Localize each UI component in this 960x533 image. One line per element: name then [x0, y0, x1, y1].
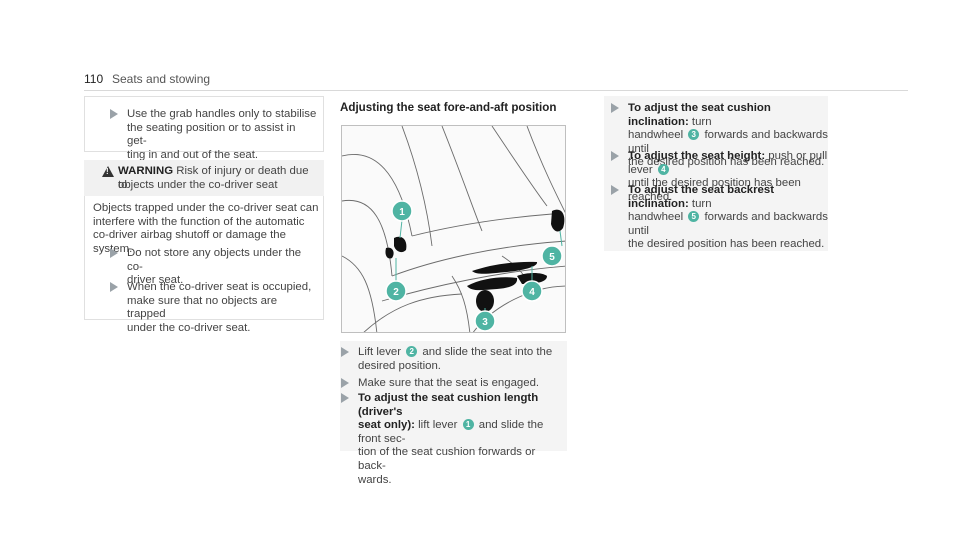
warning-line-1: WARNING Risk of injury or death due to [118, 165, 318, 192]
middle-steps-box [340, 341, 567, 451]
bullet-arrow-icon [611, 103, 619, 113]
text-line: make sure that no objects are trapped [127, 294, 278, 321]
page-header: 110 Seats and stowing [84, 72, 908, 88]
seat-adjustment-illustration: 1 2 3 4 5 [341, 125, 566, 333]
warning-text: Risk of injury or death due to [118, 165, 309, 191]
page-section-title: Seats and stowing [112, 72, 211, 86]
text-line: When the co-driver seat is occupied, [127, 281, 312, 293]
text-line: until the desired position has been reac… [628, 177, 801, 203]
callout-3 [474, 310, 496, 332]
text-line: handwheel 3 forwards and backwards until [628, 129, 828, 155]
warning-line-2: objects under the co-driver seat [118, 179, 278, 191]
text-line: Use the grab handles only to stabilise [127, 108, 317, 120]
callout-1 [391, 200, 413, 222]
bullet-arrow-icon [341, 347, 349, 357]
callout-3-label: 3 [482, 317, 488, 328]
bullet-arrow-icon [110, 248, 118, 258]
warning-title: WARNING [118, 165, 174, 177]
callout-2-label: 2 [393, 287, 399, 298]
text-line: seat only): lift lever 1 and slide the f… [358, 419, 544, 445]
text-line: To adjust the seat height: push or pull … [628, 150, 828, 176]
text-line: handwheel 5 forwards and backwards until [628, 211, 828, 237]
section-title: Adjusting the seat fore-and-aft position [340, 101, 557, 114]
text-line: driver seat. [127, 274, 184, 287]
text-line: under the co-driver seat. [127, 321, 251, 334]
header-divider [84, 90, 908, 91]
text-line: To adjust the seat backrest inclination:… [628, 184, 775, 210]
callout-ref-4: 4 [657, 163, 669, 175]
callout-ref-1: 1 [462, 419, 474, 431]
bullet-arrow-icon [611, 151, 619, 161]
bullet-arrow-icon [341, 378, 349, 388]
callout-ref-3: 3 [688, 129, 700, 141]
bullet-arrow-icon [110, 282, 118, 292]
callout-ref-2: 2 [406, 346, 418, 357]
callout-5 [541, 245, 563, 267]
text-line: To adjust the seat cushion inclination: … [628, 102, 771, 128]
text-line: Objects trapped under the co-driver seat… [93, 202, 319, 214]
text-line: the desired position has been reached. [628, 156, 825, 169]
text-line: the seating position or to assist in get… [127, 121, 296, 148]
warning-header [84, 160, 324, 196]
bullet-arrow-icon [341, 393, 349, 403]
text-line: To adjust the seat cushion length (drive… [358, 392, 539, 418]
right-steps-box [604, 96, 828, 251]
callout-4-label: 4 [529, 287, 535, 298]
callout-4 [521, 280, 543, 302]
text-line: desired position. [358, 359, 441, 372]
warning-paragraph: Objects trapped under the co-driver seat… [93, 202, 323, 256]
seat-drawing: 1 2 3 4 5 [342, 126, 565, 332]
text-line: Lift lever 2 and slide the seat into the [358, 346, 553, 358]
text-line: interfere with the function of the autom… [93, 215, 305, 228]
text-line: the desired position has been reached. [628, 238, 825, 251]
grab-handle-note-box [84, 96, 324, 152]
text-line: wards. [358, 473, 392, 486]
warning-triangle-icon [102, 166, 114, 177]
page-number: 110 [84, 72, 104, 86]
text-line: Do not store any objects under the co- [127, 247, 302, 273]
callout-5-label: 5 [549, 252, 555, 263]
callout-1-label: 1 [399, 207, 405, 218]
bullet-arrow-icon [611, 185, 619, 195]
text-line: tion of the seat cushion forwards or bac… [358, 446, 536, 472]
callout-2 [385, 280, 407, 302]
text-line: ting in and out of the seat. [127, 148, 259, 161]
callout-ref-5: 5 [688, 211, 700, 223]
bullet-arrow-icon [110, 109, 118, 119]
